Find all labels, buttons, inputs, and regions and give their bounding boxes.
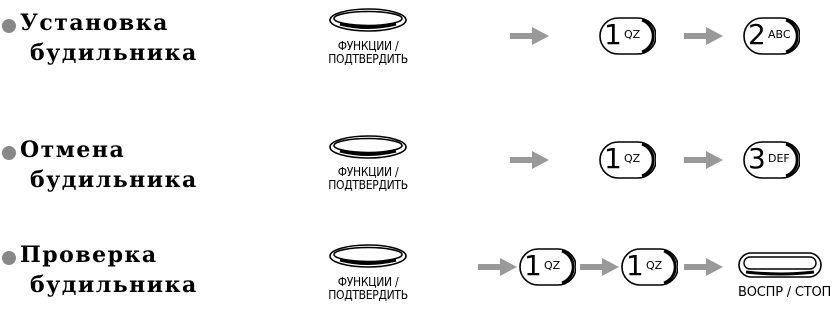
function-confirm-button[interactable] [328, 134, 408, 160]
key-1-qz[interactable]: 1 QZ [598, 16, 656, 56]
arrow-right-icon [684, 26, 724, 46]
row-check-alarm: Проверка будильника ФУНКЦИИ / ПОДТВЕРДИТ… [0, 235, 832, 331]
row-title: Установка будильника [20, 8, 198, 68]
play-stop-caption: ВОСПР / СТОП [738, 285, 832, 300]
row-title: Отмена будильника [20, 135, 198, 195]
function-confirm-caption: ФУНКЦИИ / ПОДТВЕРДИТЬ [308, 166, 428, 192]
key-number: 2 [748, 18, 766, 51]
function-confirm-caption: ФУНКЦИИ / ПОДТВЕРДИТЬ [308, 276, 428, 302]
bullet-icon [2, 251, 16, 265]
key-letters: QZ [544, 259, 561, 272]
function-confirm-button[interactable] [328, 243, 408, 269]
title-line-2: будильника [30, 272, 198, 298]
row-cancel-alarm: Отмена будильника ФУНКЦИИ / ПОДТВЕРДИТЬ … [0, 113, 832, 223]
caption-line-1: ФУНКЦИИ / [337, 275, 399, 289]
key-letters: ABC [768, 28, 791, 41]
arrow-right-icon [684, 150, 724, 170]
title-line-1: Отмена [20, 137, 126, 163]
key-2-abc[interactable]: 2 ABC [742, 16, 800, 56]
key-number: 1 [604, 18, 622, 51]
arrow-right-icon [580, 257, 620, 277]
caption-line-2: ПОДТВЕРДИТЬ [328, 52, 408, 66]
row-title: Проверка будильника [20, 240, 198, 300]
function-confirm-caption: ФУНКЦИИ / ПОДТВЕРДИТЬ [308, 40, 428, 66]
caption-line-2: ПОДТВЕРДИТЬ [328, 178, 408, 192]
arrow-right-icon [684, 257, 724, 277]
arrow-right-icon [478, 257, 518, 277]
key-letters: QZ [646, 259, 663, 272]
bullet-icon [2, 146, 16, 160]
key-number: 1 [626, 249, 644, 282]
key-1-qz[interactable]: 1 QZ [598, 140, 656, 180]
bullet-icon [2, 19, 16, 33]
arrow-right-icon [510, 26, 550, 46]
row-set-alarm: Установка будильника ФУНКЦИИ / ПОДТВЕРДИ… [0, 0, 832, 110]
play-stop-button[interactable] [738, 252, 822, 278]
function-confirm-button[interactable] [328, 7, 408, 33]
caption-line-1: ФУНКЦИИ / [337, 165, 399, 179]
key-number: 1 [604, 142, 622, 175]
title-line-2: будильника [30, 40, 198, 66]
arrow-right-icon [510, 150, 550, 170]
title-line-1: Установка [20, 10, 169, 36]
key-number: 3 [748, 142, 766, 175]
key-3-def[interactable]: 3 DEF [742, 140, 800, 180]
title-line-1: Проверка [20, 242, 158, 268]
key-letters: DEF [768, 152, 790, 165]
key-letters: QZ [624, 28, 641, 41]
caption-line-1: ФУНКЦИИ / [337, 39, 399, 53]
key-letters: QZ [624, 152, 641, 165]
title-line-2: будильника [30, 167, 198, 193]
key-1-qz[interactable]: 1 QZ [620, 247, 678, 287]
key-number: 1 [524, 249, 542, 282]
caption-line-2: ПОДТВЕРДИТЬ [328, 288, 408, 302]
key-1-qz[interactable]: 1 QZ [518, 247, 576, 287]
